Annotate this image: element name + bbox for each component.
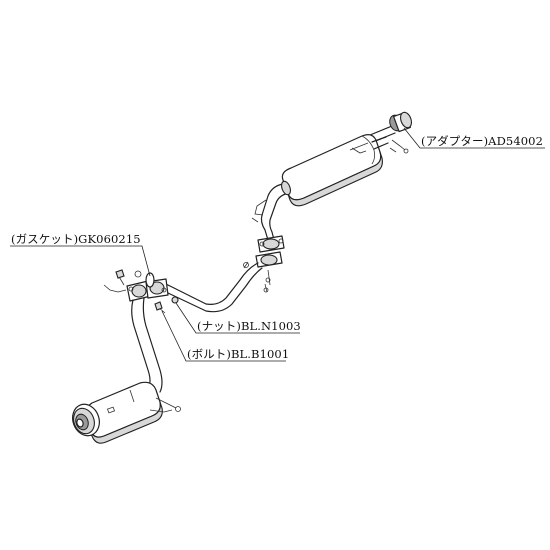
rear-muffler: [281, 134, 389, 207]
center-pipe: [251, 180, 292, 241]
front-pipe: [131, 297, 163, 393]
tail-muffler: [72, 381, 181, 444]
adapter-label: (アダプター)AD54002: [421, 134, 543, 148]
gasket-leader: [10, 245, 151, 277]
bolt-leader: [161, 310, 286, 362]
front-flange: [103, 269, 179, 314]
gasket-label: (ガスケット)GK060215: [11, 232, 141, 246]
center-flange: [243, 235, 285, 293]
nut-leader: [175, 302, 300, 334]
nut-label: (ナット)BL.N1003: [197, 319, 301, 333]
bolt-label: (ボルト)BL.B1001: [187, 347, 290, 361]
adapter-part: [369, 111, 412, 154]
adapter-leader: [403, 127, 545, 149]
mid-pipe: [157, 262, 263, 313]
leader-lines: [10, 127, 545, 362]
